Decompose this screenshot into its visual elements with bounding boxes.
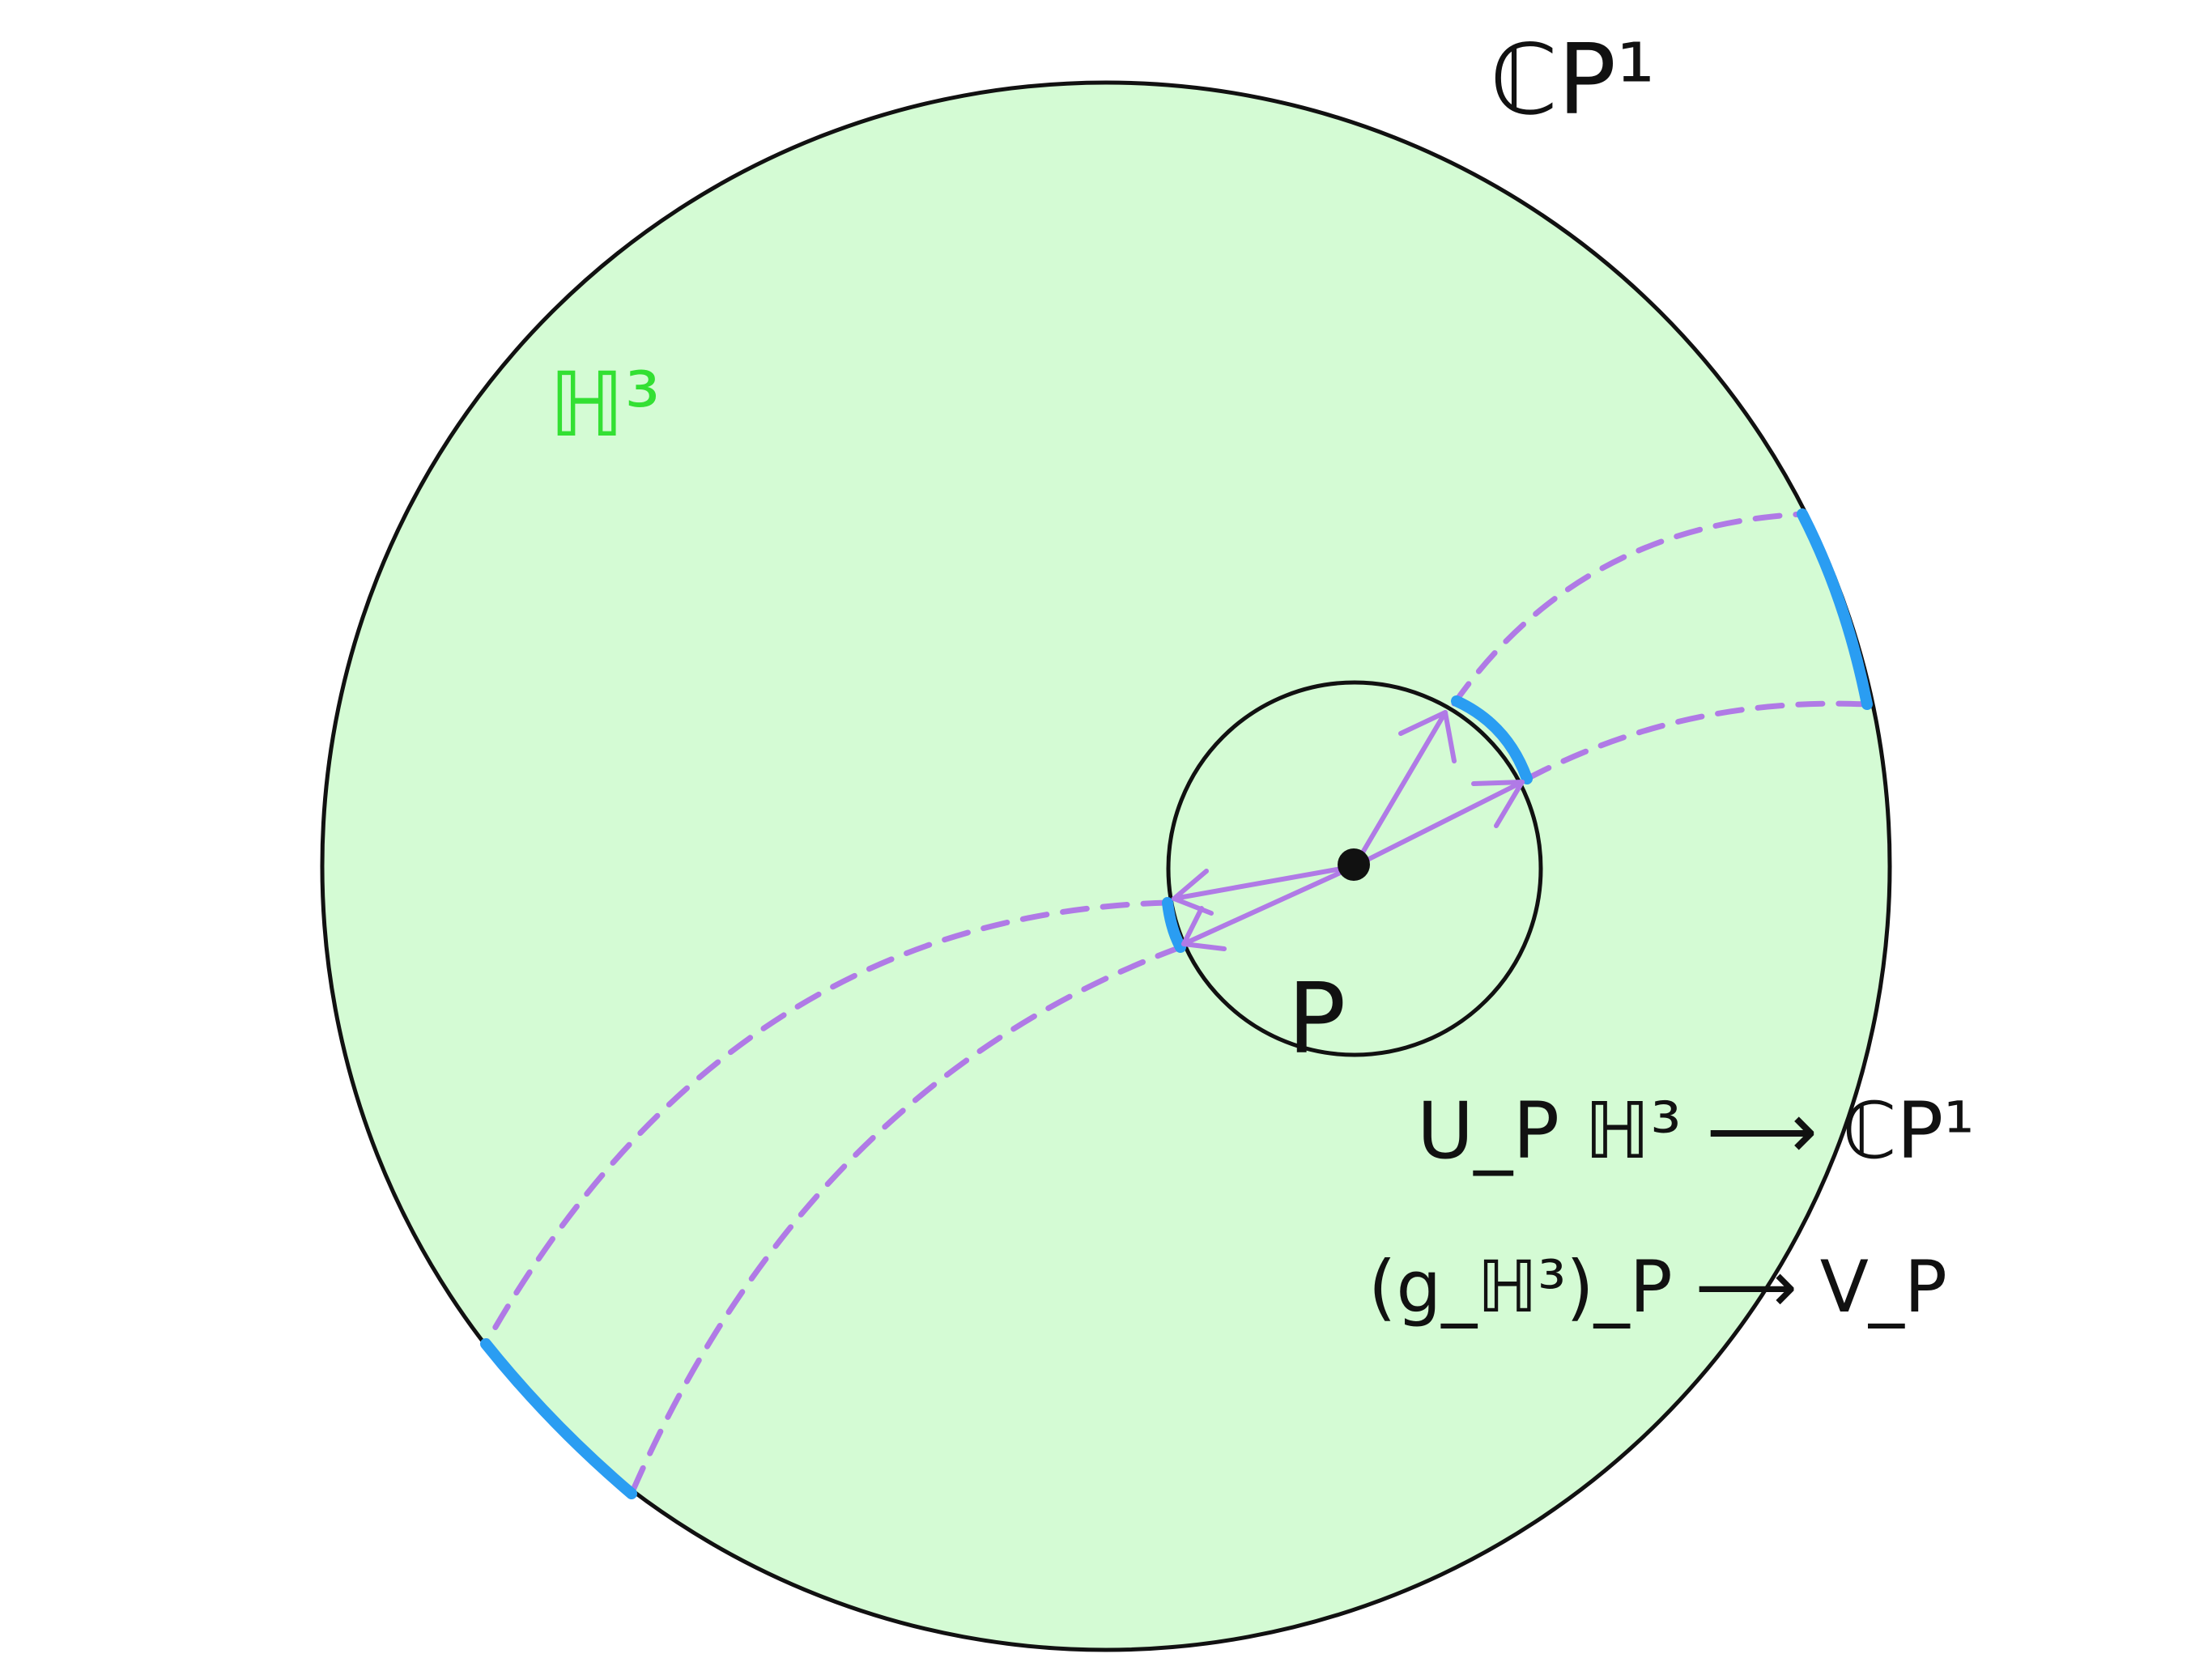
highlight-arc-small-left xyxy=(1162,897,1186,953)
open-arrowhead-icon xyxy=(1181,906,1227,951)
arrow-left-lower xyxy=(1181,864,1357,946)
tangent-vector-arrows xyxy=(1172,710,1525,951)
unit-tangent-map-label: U_P ℍ³ ⟶ ℂP¹ xyxy=(1417,1086,1975,1176)
hyperbolic-ball-disk xyxy=(320,80,1892,1652)
metric-map-label: (g_ℍ³)_P ⟶ V_P xyxy=(1368,1245,1947,1329)
arrow-right xyxy=(1352,780,1525,869)
arrow-left-upper xyxy=(1172,864,1357,901)
highlight-arc-boundary-lower-left xyxy=(480,1338,637,1499)
arrow-upper xyxy=(1352,710,1448,869)
dashed-arc-lower-left-top xyxy=(483,899,1171,1347)
boundary-label: ℂP¹ xyxy=(1490,24,1655,137)
open-arrowhead-icon xyxy=(1398,710,1457,763)
filled-dot-icon xyxy=(1338,848,1370,881)
unit-tangent-sphere xyxy=(1166,680,1543,1057)
open-arrowhead-icon xyxy=(1471,780,1525,828)
space-label: ℍ³ xyxy=(549,353,661,457)
highlight-arc-boundary-right xyxy=(1797,508,1873,710)
dashed-arc-lower-left-bottom xyxy=(628,944,1184,1497)
point-label: P xyxy=(1287,963,1346,1076)
dashed-arc-upper-right-top xyxy=(1451,511,1806,707)
dashed-arc-upper-right-bottom xyxy=(1524,700,1870,782)
highlight-arc-small-upper xyxy=(1451,695,1533,784)
